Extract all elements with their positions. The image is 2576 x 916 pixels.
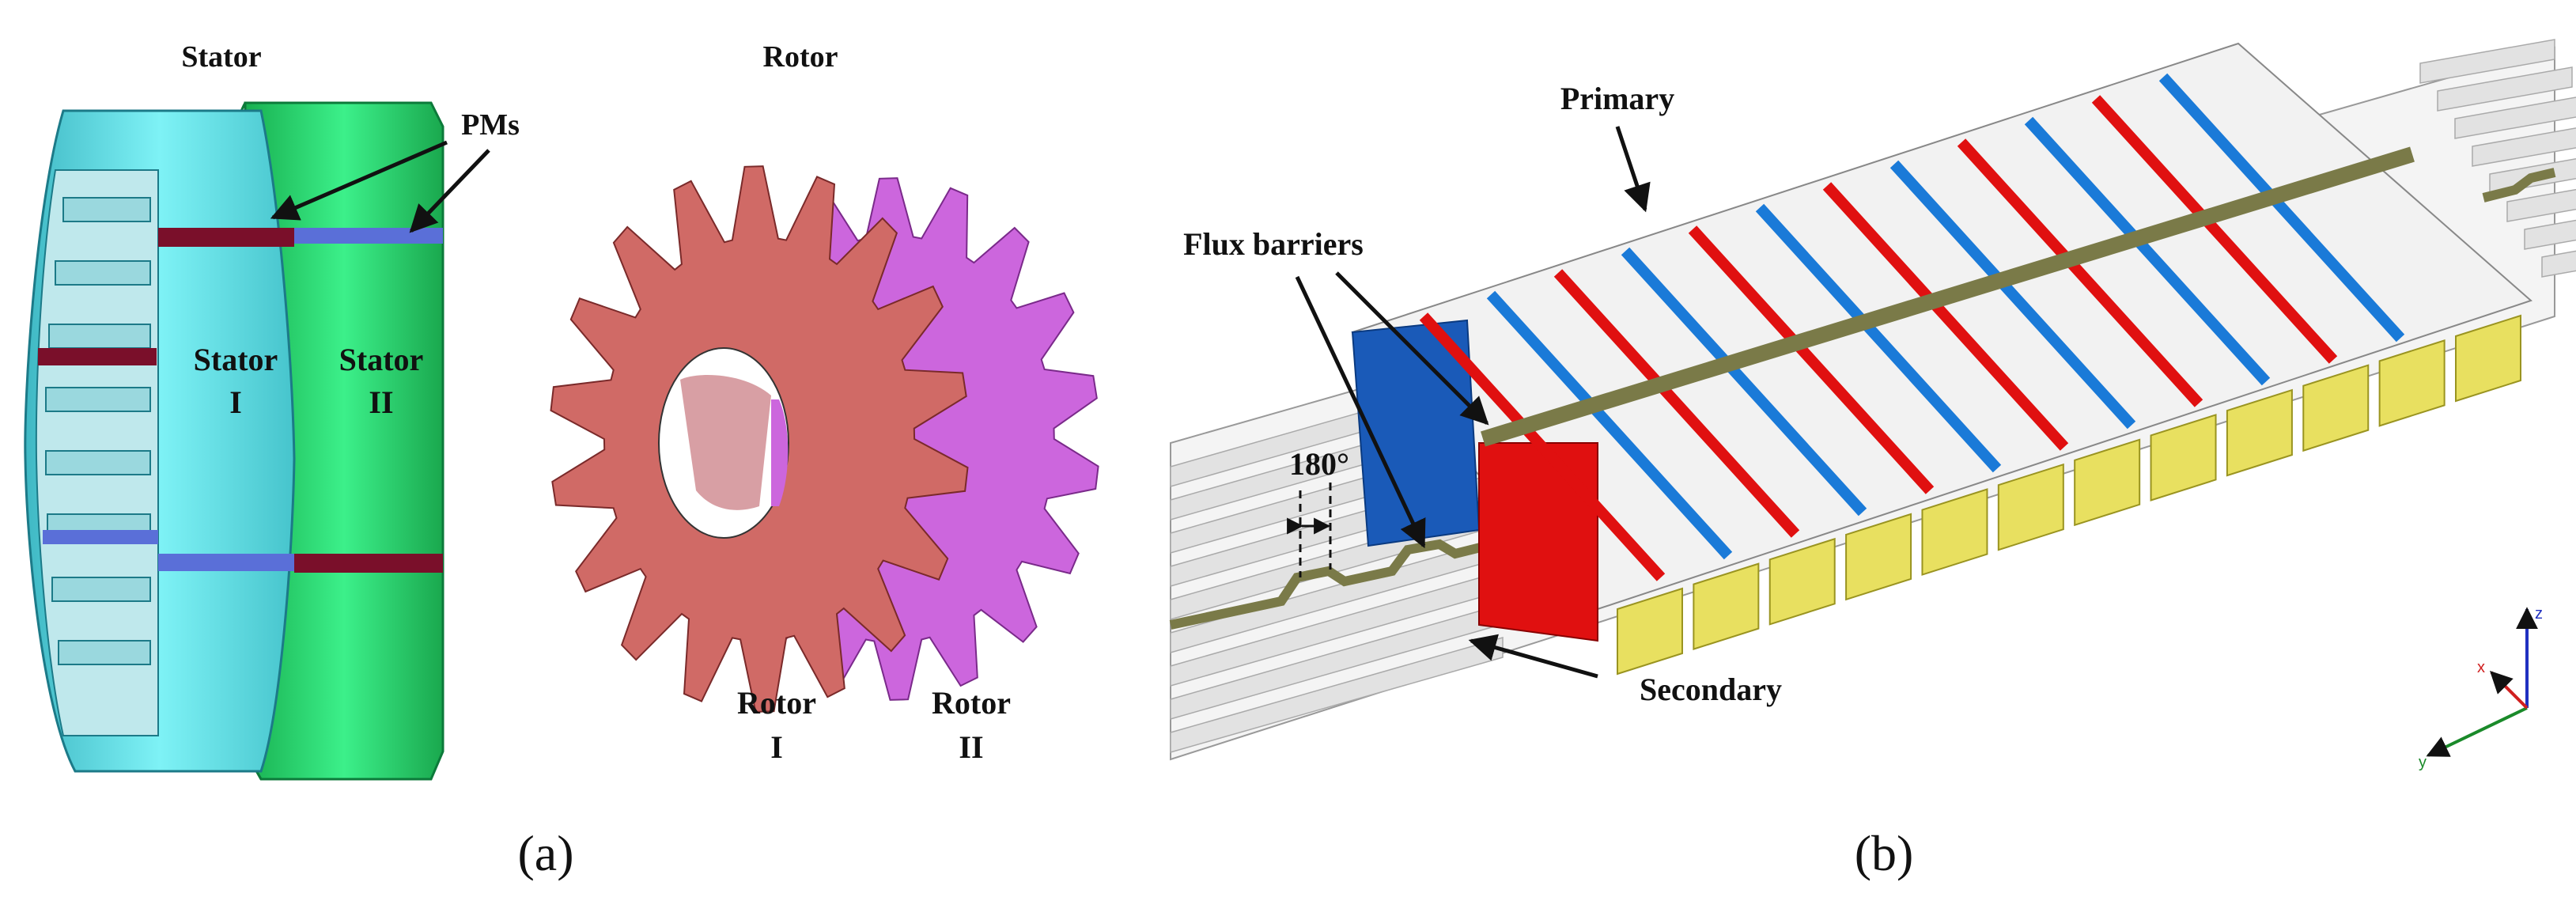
primary-end-red (1478, 442, 1598, 642)
stator-1-body (24, 109, 296, 773)
stator-1-number: I (229, 384, 242, 420)
secondary-tooth (2472, 127, 2576, 167)
secondary-tooth (1170, 637, 1504, 753)
rotor-1-number: I (770, 729, 783, 765)
coil (1997, 463, 2064, 551)
secondary-label: Secondary (1640, 672, 1782, 707)
secondary-tooth (2437, 66, 2573, 112)
pm-blue-top (294, 228, 443, 244)
stator-title: Stator (181, 40, 261, 74)
axis-triad: z y x (2419, 605, 2543, 771)
winding-stripe (1621, 247, 1867, 517)
secondary-arrow (1468, 634, 1598, 679)
secondary-tooth (2419, 39, 2555, 84)
rotor-title: Rotor (763, 40, 838, 74)
coil (2378, 339, 2445, 427)
y-axis-label: y (2419, 754, 2427, 771)
winding-stripe (1755, 203, 2002, 473)
primary-label: Primary (1560, 81, 1674, 116)
winding-stripe (1486, 290, 1733, 560)
winding-stripe (1889, 160, 2136, 430)
stator-2-body (202, 101, 444, 781)
stator-2-label: Stator (339, 342, 424, 377)
flux-barriers-arrow-2 (1295, 275, 1426, 549)
winding-stripe (1419, 312, 1666, 581)
coil (2226, 388, 2293, 477)
primary-arrow (1615, 126, 1651, 213)
caption-a: (a) (517, 825, 573, 881)
pm-dark-left (38, 348, 157, 365)
rotor-1-label: Rotor (737, 685, 816, 721)
panel-b: 180° Primary Flux barriers Secondary z y… (1169, 39, 2576, 881)
pms-arrow-2 (409, 149, 490, 233)
secondary-tooth (2506, 188, 2576, 222)
panel-a: Stator PMs Stator I Stator II Rotor Roto… (24, 40, 1099, 881)
stator-1-label: Stator (194, 342, 278, 377)
angle-annotation: 180° (1287, 446, 1349, 577)
primary-body (1351, 42, 2532, 676)
coil (1768, 537, 1836, 626)
secondary-tooth (2524, 219, 2576, 250)
coil (1693, 562, 1760, 651)
winding-stripe (2091, 95, 2338, 364)
coil (2074, 438, 2141, 527)
coil (1845, 513, 1912, 601)
secondary-flux-barrier (1169, 539, 1488, 630)
pm-blue-bottom (158, 554, 294, 571)
coil (2455, 314, 2521, 403)
y-axis-line (2426, 706, 2528, 757)
pms-arrow-1 (270, 140, 448, 221)
coil (2302, 364, 2370, 452)
pm-blue-left (43, 530, 158, 544)
winding-stripe (2158, 73, 2405, 343)
angle-label: 180° (1289, 446, 1349, 482)
x-axis-line (2490, 671, 2529, 710)
coil (1617, 587, 1683, 676)
winding-stripe (2024, 116, 2271, 386)
winding-stripe (1957, 138, 2203, 407)
caption-b: (b) (1855, 825, 1914, 881)
pms-label: PMs (461, 108, 520, 142)
winding-stripe (1553, 269, 1800, 538)
rotor-2-number: II (959, 729, 983, 765)
z-axis-label: z (2535, 605, 2543, 623)
coil (2150, 414, 2217, 502)
pm-dark-bottom (294, 554, 443, 573)
winding-stripe (1688, 225, 1935, 494)
coil (1921, 488, 1988, 576)
rotor-2-label: Rotor (932, 685, 1011, 721)
primary-flux-barrier (1481, 146, 2415, 447)
x-axis-label: x (2477, 659, 2485, 676)
secondary-tooth (2454, 97, 2576, 139)
winding-stripe (1822, 182, 2069, 451)
secondary-tooth (2541, 250, 2576, 278)
stator-2-number: II (369, 384, 393, 420)
flux-barriers-label: Flux barriers (1183, 226, 1364, 262)
flux-barriers-arrow-1 (1335, 271, 1489, 426)
pm-dark-top (158, 228, 294, 247)
